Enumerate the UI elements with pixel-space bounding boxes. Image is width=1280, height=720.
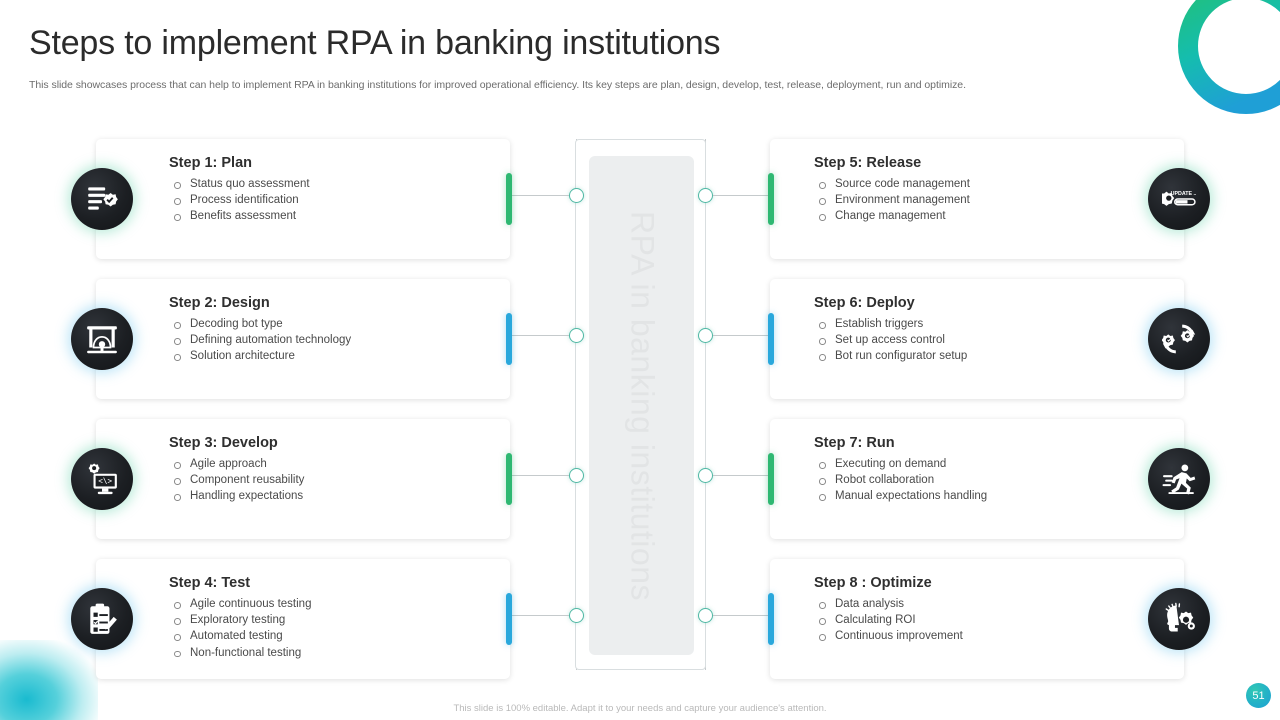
list-item: Continuous improvement xyxy=(814,628,1104,644)
document-check-gear-icon xyxy=(71,168,133,230)
list-item: Agile continuous testing xyxy=(169,596,486,612)
connector-right-2 xyxy=(713,335,771,336)
center-panel-label: RPA in banking institutions xyxy=(624,210,660,601)
connector-right-1 xyxy=(713,195,771,196)
card-accent-bar xyxy=(506,453,512,505)
card-title: Step 2: Design xyxy=(169,295,270,311)
connector-right-3 xyxy=(713,475,771,476)
card-accent-bar xyxy=(768,453,774,505)
card-accent-bar xyxy=(768,313,774,365)
svg-text:<\>: <\> xyxy=(98,477,112,486)
connector-left-3 xyxy=(512,475,569,476)
list-item: Automated testing xyxy=(169,628,486,644)
list-item: Solution architecture xyxy=(169,348,486,364)
list-item: Non-functional testing xyxy=(169,645,486,661)
list-item: Component reusability xyxy=(169,472,486,488)
list-item: Defining automation technology xyxy=(169,332,486,348)
card-title: Step 3: Develop xyxy=(169,435,278,451)
rail-node-left-1 xyxy=(568,187,584,203)
list-item: Establish triggers xyxy=(814,316,1104,332)
card-accent-bar xyxy=(768,593,774,645)
footer-note: This slide is 100% editable. Adapt it to… xyxy=(453,703,827,714)
card-title: Step 8 : Optimize xyxy=(814,575,932,591)
connector-left-2 xyxy=(512,335,569,336)
list-item: Set up access control xyxy=(814,332,1104,348)
connector-right-4 xyxy=(713,615,771,616)
code-monitor-gear-icon: <\> xyxy=(71,448,133,510)
list-item: Robot collaboration xyxy=(814,472,1104,488)
list-item: Handling expectations xyxy=(169,488,486,504)
connector-left-1 xyxy=(512,195,569,196)
list-item: Environment management xyxy=(814,192,1104,208)
svg-text:UPDATE ...: UPDATE ... xyxy=(1171,191,1196,197)
page-title: Steps to implement RPA in banking instit… xyxy=(29,24,721,62)
rail-node-right-2 xyxy=(697,327,713,343)
list-item: Decoding bot type xyxy=(169,316,486,332)
list-item: Benefits assessment xyxy=(169,208,486,224)
page-subtitle: This slide showcases process that can he… xyxy=(29,79,966,91)
rail-node-left-3 xyxy=(568,467,584,483)
card-accent-bar xyxy=(506,313,512,365)
center-panel: RPA in banking institutions xyxy=(575,139,706,670)
blueprint-design-icon xyxy=(71,308,133,370)
list-item: Change management xyxy=(814,208,1104,224)
card-title: Step 6: Deploy xyxy=(814,295,915,311)
list-item: Calculating ROI xyxy=(814,612,1104,628)
head-gear-brain-icon xyxy=(1148,588,1210,650)
running-person-icon xyxy=(1148,448,1210,510)
two-gears-sync-icon xyxy=(1148,308,1210,370)
card-accent-bar xyxy=(506,593,512,645)
card-title: Step 5: Release xyxy=(814,155,922,171)
list-item: Manual expectations handling xyxy=(814,488,1104,504)
list-item: Process identification xyxy=(169,192,486,208)
list-item: Data analysis xyxy=(814,596,1104,612)
gear-update-progress-icon: UPDATE ... xyxy=(1148,168,1210,230)
clipboard-checklist-pen-icon xyxy=(71,588,133,650)
rail-node-right-4 xyxy=(697,607,713,623)
rail-node-right-3 xyxy=(697,467,713,483)
rail-node-left-2 xyxy=(568,327,584,343)
card-title: Step 4: Test xyxy=(169,575,251,591)
list-item: Exploratory testing xyxy=(169,612,486,628)
list-item: Executing on demand xyxy=(814,456,1104,472)
card-accent-bar xyxy=(768,173,774,225)
list-item: Agile approach xyxy=(169,456,486,472)
page-number-badge: 51 xyxy=(1246,683,1271,708)
card-title: Step 1: Plan xyxy=(169,155,252,171)
list-item: Bot run configurator setup xyxy=(814,348,1104,364)
card-accent-bar xyxy=(506,173,512,225)
card-title: Step 7: Run xyxy=(814,435,895,451)
decorative-ring-icon xyxy=(1178,0,1280,114)
connector-left-4 xyxy=(512,615,569,616)
center-panel-fill: RPA in banking institutions xyxy=(589,156,694,655)
list-item: Status quo assessment xyxy=(169,176,486,192)
list-item: Source code management xyxy=(814,176,1104,192)
rail-node-left-4 xyxy=(568,607,584,623)
rail-node-right-1 xyxy=(697,187,713,203)
